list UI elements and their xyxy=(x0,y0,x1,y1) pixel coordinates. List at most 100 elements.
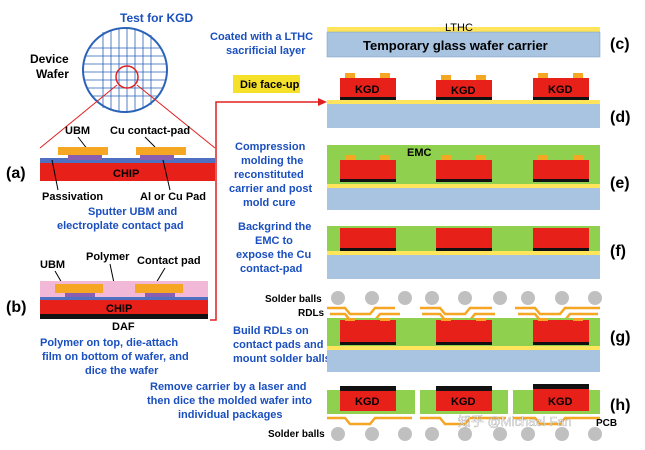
step-a-passivation-label: Passivation xyxy=(42,191,103,203)
step-a-passivation xyxy=(40,158,215,163)
step-a-chip-stack xyxy=(40,147,215,181)
flow-arrow-head xyxy=(318,98,327,106)
step-h-kgd-2: KGD xyxy=(451,396,476,408)
step-g-solder-balls xyxy=(331,291,602,305)
step-f-glass-carrier xyxy=(327,255,600,279)
step-a-cu-pad-left xyxy=(58,147,108,155)
device-wafer-label-line2: Wafer xyxy=(36,67,69,81)
step-b-chip-stack xyxy=(40,281,208,319)
step-c-lthc xyxy=(327,27,600,32)
step-g-dies xyxy=(340,318,589,345)
step-b-polymer-label: Polymer xyxy=(86,251,130,263)
zoom-line-right xyxy=(136,84,216,149)
watermark: 知乎 @Michael Fan xyxy=(458,414,572,429)
step-h-rdl-layers xyxy=(327,416,600,426)
step-h-letter: (h) xyxy=(610,397,630,414)
step-h-solder-balls-label: Solder balls xyxy=(268,429,325,440)
step-d-letter: (d) xyxy=(610,109,630,126)
zoom-line-left xyxy=(39,84,118,149)
step-a-caption-line2: electroplate contact pad xyxy=(57,220,184,232)
step-f-caption-line1: Backgrind the xyxy=(238,221,311,233)
step-a-caption-line1: Sputter UBM and xyxy=(88,206,177,218)
flow-arrow xyxy=(210,101,320,321)
device-wafer-label-line1: Device xyxy=(30,52,69,66)
step-g-caption-line2: contact pads and xyxy=(233,339,323,351)
step-g-letter: (g) xyxy=(610,329,630,346)
step-h-caption-line1: Remove carrier by a laser and xyxy=(150,381,307,393)
step-b-ubm-left xyxy=(65,293,95,297)
step-b-chip-label: CHIP xyxy=(106,303,132,315)
step-b-caption-line3: dice the wafer xyxy=(85,365,159,377)
step-c-letter: (c) xyxy=(610,36,630,53)
step-h-caption-line2: then dice the molded wafer into xyxy=(147,395,312,407)
step-d-lthc xyxy=(327,100,600,104)
step-d-glass-carrier xyxy=(327,104,600,128)
step-h-solder-balls xyxy=(331,427,602,441)
step-f-caption-line3: expose the Cu xyxy=(236,249,311,261)
step-g-solder-balls-label: Solder balls xyxy=(265,294,322,305)
step-d-kgd-3: KGD xyxy=(548,84,573,96)
step-a-letter: (a) xyxy=(6,165,26,182)
step-e-emc-label: EMC xyxy=(407,147,432,159)
step-b-chip xyxy=(40,300,208,314)
step-e-caption-line3: reconstituted xyxy=(234,169,304,181)
step-b-letter: (b) xyxy=(6,299,26,316)
step-h-package-3 xyxy=(513,384,600,414)
step-a-al-pad-left xyxy=(68,155,102,160)
step-g-glass-carrier xyxy=(327,350,600,372)
step-f-caption-line2: EMC to xyxy=(255,235,293,247)
step-e-caption-line1: Compression xyxy=(235,141,306,153)
step-g-caption-line3: mount solder balls xyxy=(233,353,331,365)
step-a-al-pad-label: Al or Cu Pad xyxy=(140,191,206,203)
step-e-dies xyxy=(340,155,589,182)
step-a-al-pad-right xyxy=(140,155,174,160)
step-b-contact-pad-right xyxy=(135,284,183,293)
step-d-dies xyxy=(340,73,589,100)
test-kgd-title: Test for KGD xyxy=(120,11,193,25)
step-e-lthc xyxy=(327,184,600,188)
step-b-ubm-label: UBM xyxy=(40,259,65,271)
step-f-letter: (f) xyxy=(610,243,626,260)
step-h-package-2 xyxy=(420,386,508,414)
step-c-glass-carrier xyxy=(326,31,601,58)
step-b-caption-line2: film on bottom of wafer, and xyxy=(42,351,189,363)
step-a-chip xyxy=(40,163,215,181)
step-c-caption-line1: Coated with a LTHC xyxy=(210,31,313,43)
step-a-chip-label: CHIP xyxy=(113,168,139,180)
step-h-caption-line3: individual packages xyxy=(178,409,283,421)
step-e-caption-line5: mold cure xyxy=(243,197,296,209)
step-d-kgd-2: KGD xyxy=(451,85,476,97)
step-h-package-1 xyxy=(327,386,415,414)
step-b-caption-line1: Polymer on top, die-attach xyxy=(40,337,178,349)
step-b-contact-pad-left xyxy=(55,284,103,293)
step-e-caption-line2: molding the xyxy=(241,155,303,167)
step-c-carrier-label: Temporary glass wafer carrier xyxy=(363,38,548,53)
step-b-contact-pad-label: Contact pad xyxy=(137,255,201,267)
step-f-lthc xyxy=(327,251,600,255)
step-e-glass-carrier xyxy=(327,188,600,210)
step-b-ubm-right xyxy=(145,293,175,297)
step-a-cu-pad-right xyxy=(136,147,186,155)
step-h-pcb-label: PCB xyxy=(596,418,617,429)
wafer-highlight-circle xyxy=(115,65,139,89)
step-f-dies xyxy=(340,228,589,251)
step-d-kgd-1: KGD xyxy=(355,84,380,96)
die-face-up-label: Die face-up xyxy=(240,79,300,91)
step-g-caption-line1: Build RDLs on xyxy=(233,325,309,337)
step-h-kgd-1: KGD xyxy=(355,396,380,408)
step-c-lthc-label: LTHC xyxy=(445,22,473,34)
device-wafer xyxy=(82,27,168,113)
step-b-passivation xyxy=(40,297,208,300)
step-e-caption-line4: carrier and post xyxy=(229,183,312,195)
step-c-caption-line2: sacrificial layer xyxy=(226,45,306,57)
step-a-cu-pad-label: Cu contact-pad xyxy=(110,125,190,137)
die-face-up-box xyxy=(233,75,300,93)
step-b-daf xyxy=(40,314,208,319)
step-f-caption-line4: contact-pad xyxy=(240,263,302,275)
step-g-lthc xyxy=(327,346,600,350)
step-h-kgd-3: KGD xyxy=(548,396,573,408)
step-g-rdls-label: RDLs xyxy=(298,308,325,319)
step-b-daf-label: DAF xyxy=(112,321,135,333)
step-e-letter: (e) xyxy=(610,175,630,192)
